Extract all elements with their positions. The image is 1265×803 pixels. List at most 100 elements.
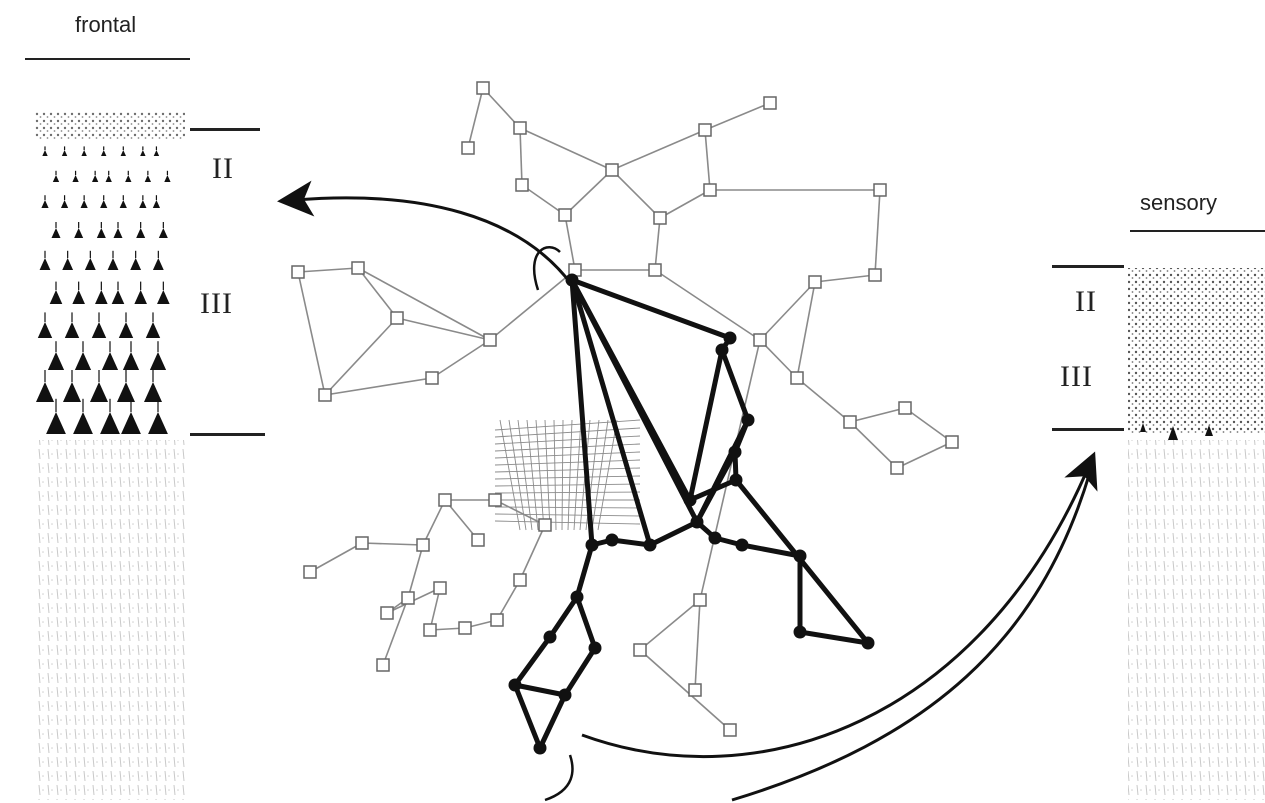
pyramidal-cell: [164, 175, 170, 182]
faint-node: [946, 436, 958, 448]
bold-node: [862, 637, 875, 650]
hatch-line: [598, 420, 617, 530]
faint-edge: [325, 318, 397, 395]
faint-node: [381, 607, 393, 619]
pyramidal-cell: [62, 258, 73, 270]
pyramidal-cell: [154, 150, 159, 156]
pyramidal-cell: [42, 150, 47, 156]
bold-edge: [722, 350, 748, 420]
bold-node: [571, 591, 584, 604]
pyramidal-cell: [81, 150, 86, 156]
bold-edge: [515, 685, 540, 748]
pyramidal-cell: [145, 175, 151, 182]
faint-node: [426, 372, 438, 384]
pyramidal-cell: [38, 322, 52, 338]
frontal-column: [35, 112, 185, 800]
arrow-to-frontal: [295, 198, 572, 285]
faint-node: [649, 264, 661, 276]
faint-node: [764, 97, 776, 109]
bold-node: [509, 679, 522, 692]
faint-edge: [612, 170, 660, 218]
faint-edge: [468, 88, 483, 148]
faint-edge: [655, 218, 660, 270]
pyramidal-cell: [62, 150, 67, 156]
bold-node: [644, 539, 657, 552]
pyramidal-cell: [112, 290, 125, 304]
faint-edge: [700, 340, 760, 600]
faint-node: [439, 494, 451, 506]
faint-edge: [520, 128, 522, 185]
arrow-to-sensory-lower: [732, 472, 1090, 800]
faint-edge: [875, 190, 880, 275]
bold-edge: [650, 522, 697, 545]
bold-node: [559, 689, 572, 702]
faint-edge: [520, 525, 545, 580]
faint-edge: [490, 270, 575, 340]
bold-node: [606, 534, 619, 547]
bold-edge: [565, 648, 595, 695]
pyramidal-cell: [136, 228, 145, 238]
pyramidal-cell: [95, 290, 108, 304]
pyramidal-cell: [85, 258, 96, 270]
faint-edge: [897, 442, 952, 468]
faint-edge: [565, 170, 612, 215]
faint-node: [754, 334, 766, 346]
faint-node: [724, 724, 736, 736]
pyramidal-cell: [117, 382, 135, 402]
faint-node: [304, 566, 316, 578]
pyramidal-cell: [48, 352, 64, 370]
pyramidal-cell: [72, 175, 78, 182]
faint-node: [417, 539, 429, 551]
pyramidal-cell: [101, 150, 106, 156]
hatch-line: [545, 420, 550, 530]
pyramidal-cell: [159, 228, 168, 238]
pyramidal-cell: [61, 200, 68, 208]
hatch-line: [562, 420, 563, 530]
faint-node: [699, 124, 711, 136]
faint-node: [477, 82, 489, 94]
faint-edge: [310, 543, 362, 572]
pyramidal-cell: [100, 200, 107, 208]
pyramidal-cell: [144, 382, 162, 402]
pyramidal-cell: [153, 258, 164, 270]
pyramidal-cell: [148, 412, 168, 434]
faint-edge: [850, 408, 905, 422]
pyramidal-cell: [121, 412, 141, 434]
hatch-line: [495, 476, 640, 479]
bold-edge: [515, 685, 565, 695]
hatch-line: [495, 452, 640, 458]
faint-node: [634, 644, 646, 656]
highlighted-network: [509, 274, 875, 755]
faint-node: [434, 582, 446, 594]
bold-node: [742, 414, 755, 427]
faint-node: [791, 372, 803, 384]
hatch-line: [518, 420, 532, 530]
bold-node: [534, 742, 547, 755]
faint-edge: [797, 282, 815, 378]
faint-edge: [358, 268, 490, 340]
pyramidal-cell: [50, 290, 63, 304]
faint-node: [472, 534, 484, 546]
pyramidal-cell: [120, 200, 127, 208]
pyramidal-cell: [125, 175, 131, 182]
hatch-line: [574, 420, 581, 530]
faint-node: [689, 684, 701, 696]
hatch-line: [495, 514, 640, 516]
faint-edge: [565, 215, 575, 270]
hatch-line: [495, 460, 640, 465]
faint-node: [514, 122, 526, 134]
bold-node: [729, 446, 742, 459]
hatch-line: [568, 420, 572, 530]
pyramidal-cell: [92, 175, 98, 182]
pyramidal-cell: [75, 352, 91, 370]
frontal-pyramidal-cells: [36, 146, 171, 434]
bold-edge: [540, 695, 565, 748]
hatch-line: [554, 420, 556, 530]
faint-node: [424, 624, 436, 636]
faint-node: [869, 269, 881, 281]
pyramidal-cell: [46, 412, 66, 434]
pyramidal-cell: [52, 228, 61, 238]
faint-edge: [705, 103, 770, 130]
bold-edge: [577, 545, 592, 597]
faint-node: [391, 312, 403, 324]
